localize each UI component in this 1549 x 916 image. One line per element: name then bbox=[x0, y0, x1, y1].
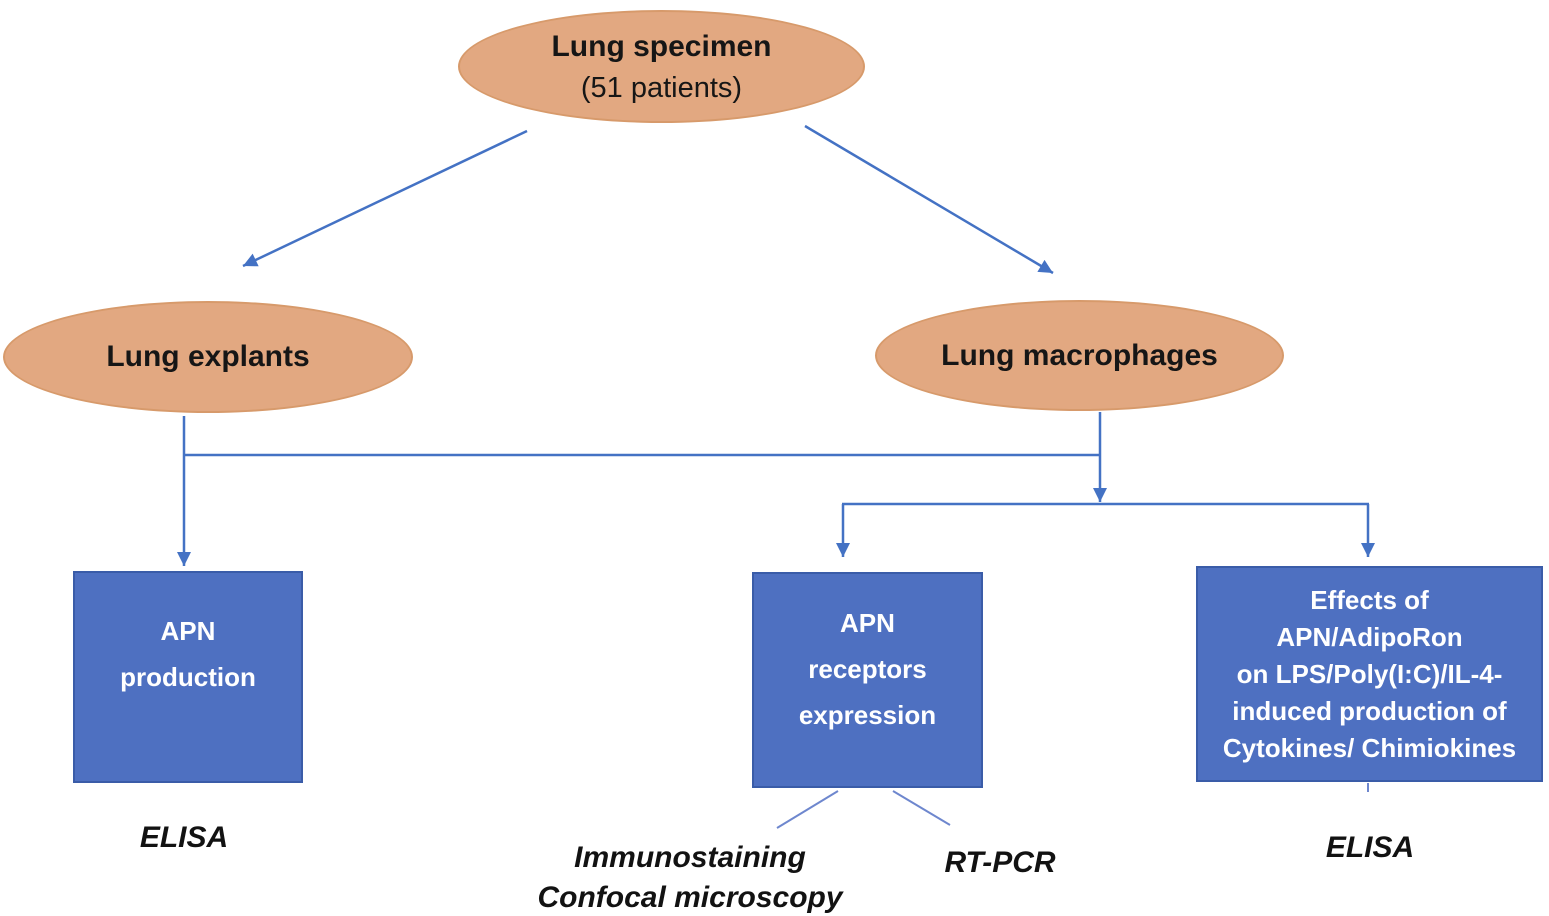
lung-explants-label: Lung explants bbox=[106, 340, 310, 373]
apn-receptors-expression-label: APN receptors expression bbox=[798, 608, 937, 730]
arrow-specimen-to-macrophages bbox=[804, 124, 1054, 275]
label-elisa-right: ELISA bbox=[1325, 831, 1415, 864]
apn-production-label: APN production bbox=[120, 616, 256, 692]
node-lung-specimen: Lung specimen (51 patients) bbox=[458, 10, 865, 123]
lung-macrophages-label: Lung macrophages bbox=[941, 338, 1218, 372]
effects-apn-adiporon-label: Effects of APN/AdipoRon on LPS/Poly(I:C)… bbox=[1222, 584, 1517, 763]
label-elisa-left: ELISA bbox=[139, 821, 229, 854]
node-effects-apn-adiporon: Effects of APN/AdipoRon on LPS/Poly(I:C)… bbox=[1196, 566, 1543, 782]
node-lung-explants: Lung explants bbox=[3, 301, 413, 413]
line-receptors-to-rtpcr bbox=[892, 790, 951, 826]
node-apn-receptors-expression: APN receptors expression bbox=[752, 572, 983, 788]
lung-specimen-title: Lung specimen bbox=[551, 29, 772, 63]
node-apn-production: APN production bbox=[73, 571, 303, 783]
lung-specimen-subtitle: (51 patients) bbox=[580, 71, 743, 104]
label-rt-pcr: RT-PCR bbox=[944, 846, 1056, 879]
label-immunostaining-confocal: Immunostaining Confocal microscopy bbox=[537, 841, 843, 914]
arrow-specimen-to-explants bbox=[242, 129, 528, 268]
node-lung-macrophages: Lung macrophages bbox=[875, 300, 1284, 411]
line-receptors-to-immunostaining bbox=[776, 790, 839, 829]
